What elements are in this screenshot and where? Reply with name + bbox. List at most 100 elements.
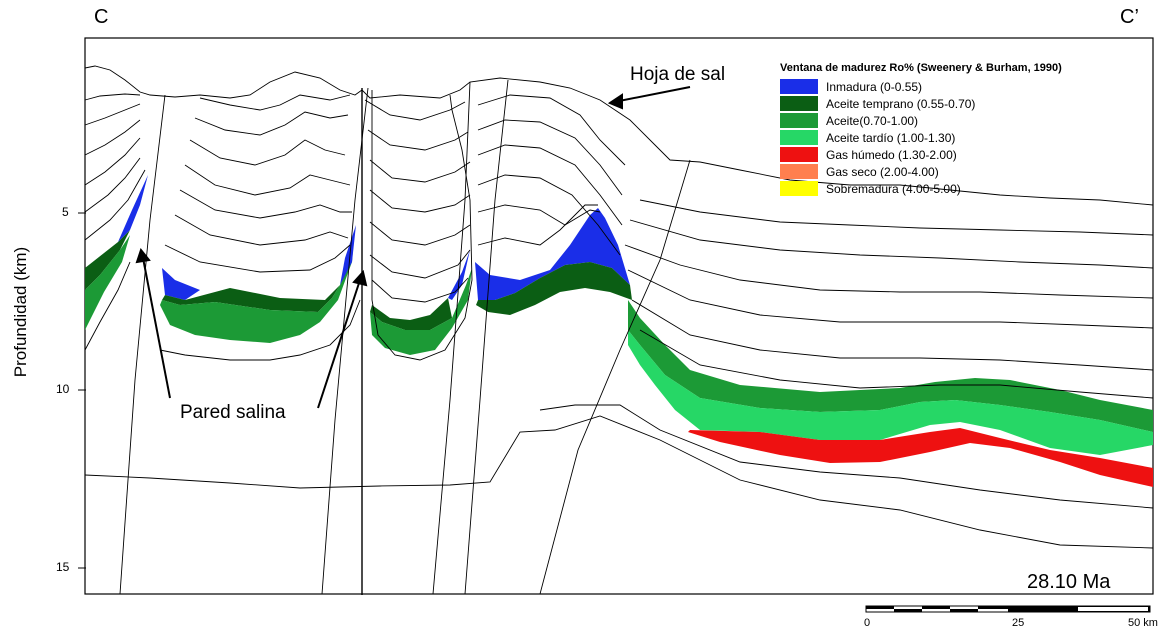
crest-h4: [477, 174, 621, 256]
scale-seg-7: [1078, 607, 1148, 611]
right-h8: [84, 415, 1154, 549]
mb2-h6: [369, 249, 471, 279]
crest-h1: [477, 94, 626, 166]
horizon-1: [84, 93, 141, 101]
band-oil-basin2: [370, 268, 472, 355]
band-oil-right: [628, 300, 1153, 432]
legend-item: Aceite temprano (0.55-0.70): [780, 95, 1062, 112]
mb2-h3: [369, 159, 471, 183]
right-h2: [629, 219, 1154, 269]
legend-swatch: [780, 130, 818, 145]
y-axis-label: Profundidad (km): [11, 246, 30, 378]
fault-3: [432, 81, 471, 595]
salt-wall-arrowhead-right: [352, 269, 368, 287]
y-tick-label-5: 5: [62, 205, 69, 219]
mb1-h7: [164, 244, 351, 273]
salt-sheet-annotation: Hoja de sal: [630, 64, 726, 85]
legend-label: Aceite tardío (1.00-1.30): [826, 130, 956, 145]
mb1-h6: [174, 214, 349, 246]
legend-item: Aceite(0.70-1.00): [780, 112, 1062, 129]
mb1-h3: [189, 139, 346, 166]
salt-wall-arrowhead-left: [135, 247, 151, 264]
legend-item: Gas húmedo (1.30-2.00): [780, 146, 1062, 163]
legend-item: Sobremadura (4.00-5.00): [780, 180, 1062, 197]
band-oil-left: [85, 235, 130, 330]
salt-wall-annotation: Pared salina: [180, 402, 286, 423]
mb2-h7: [371, 277, 469, 303]
legend-item: Aceite tardío (1.00-1.30): [780, 129, 1062, 146]
band-late-oil-right: [628, 330, 1153, 455]
salt-wall-arrow-left: [142, 257, 171, 399]
horizons: [84, 65, 1154, 595]
legend-swatch: [780, 96, 818, 111]
crest-h6: [477, 204, 598, 246]
mb2-h4: [369, 189, 471, 213]
salt-sheet-arrowhead: [607, 93, 623, 110]
horizon-2: [84, 103, 141, 126]
section-start-label: C: [94, 6, 109, 28]
right-h1: [639, 199, 1154, 236]
section-end-label: C’: [1120, 6, 1139, 28]
scale-seg-5: [978, 606, 1008, 609]
band-immature-left: [118, 175, 148, 242]
scale-label-25: 25: [1012, 617, 1025, 629]
legend-label: Inmadura (0-0.55): [826, 79, 923, 94]
legend-swatch: [780, 113, 818, 128]
mb1-h2: [194, 111, 349, 136]
mb2-h5: [369, 221, 471, 246]
horizon-5: [84, 157, 141, 213]
right-h5: [631, 299, 1154, 371]
right-h4: [627, 269, 1154, 329]
fault-1: [119, 94, 166, 595]
legend-title: Ventana de madurez Ro% (Sweenery & Burha…: [780, 62, 1062, 74]
legend-label: Aceite temprano (0.55-0.70): [826, 96, 976, 111]
scale-label-50: 50 km: [1128, 617, 1158, 629]
mb1-h4: [184, 164, 351, 196]
legend-label: Aceite(0.70-1.00): [826, 113, 919, 128]
annotation-arrows: [135, 86, 691, 409]
fault-2: [321, 87, 369, 595]
legend-item: Gas seco (2.00-4.00): [780, 163, 1062, 180]
legend-item: Inmadura (0-0.55): [780, 78, 1062, 95]
band-early-oil-crest: [476, 262, 632, 315]
mb2-h1: [364, 99, 466, 121]
scale-bar: [865, 605, 1151, 613]
horizon-6: [84, 169, 146, 241]
band-early-oil-left: [85, 230, 130, 290]
age-label: 28.10 Ma: [1027, 571, 1111, 593]
horizon-3: [84, 119, 141, 156]
maturity-bands: [85, 175, 1153, 487]
scale-seg-2: [894, 609, 922, 612]
salt-sheet-arrow: [613, 86, 691, 103]
fault-5: [464, 79, 509, 595]
band-immature-basin1: [162, 268, 200, 300]
scale-seg-4: [950, 609, 978, 612]
legend-label: Gas seco (2.00-4.00): [826, 164, 939, 179]
band-early-oil-basin1: [162, 285, 340, 312]
band-early-oil-basin2: [370, 298, 452, 330]
mb1-h8: [159, 299, 361, 361]
right-h3: [624, 244, 1154, 299]
scale-label-0: 0: [864, 617, 871, 629]
right-h6: [639, 329, 1154, 399]
mb1-h1: [199, 94, 351, 111]
scale-seg-1: [866, 606, 894, 609]
mb1-h5: [179, 189, 352, 219]
horizon-salt-top: [84, 65, 1154, 206]
mb2-h2: [367, 129, 469, 151]
crest-h2: [477, 119, 623, 196]
legend-swatch: [780, 181, 818, 196]
crest-h5: [477, 204, 601, 226]
legend-swatch: [780, 164, 818, 179]
band-immature-basin2-right: [448, 250, 470, 300]
salt-wall-arrow-right: [317, 279, 361, 409]
legend-swatch: [780, 79, 818, 94]
horizon-4: [84, 137, 141, 186]
legend-label: Gas húmedo (1.30-2.00): [826, 147, 957, 162]
right-h7: [539, 404, 1154, 509]
maturity-legend: Ventana de madurez Ro% (Sweenery & Burha…: [780, 62, 1062, 197]
horizon-7: [84, 261, 131, 351]
fault-4: [539, 159, 691, 595]
band-immature-basin2: [340, 225, 356, 285]
